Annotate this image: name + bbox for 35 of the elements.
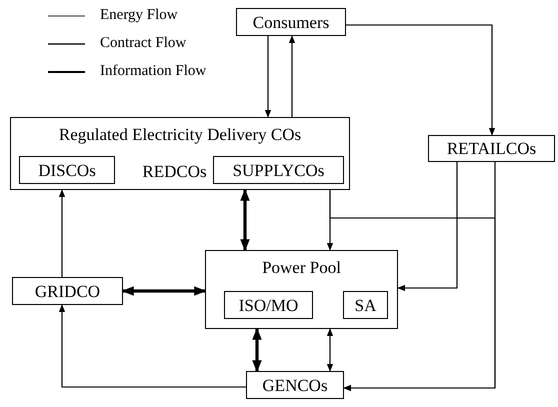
box-label: DISCOs (38, 162, 96, 178)
arrow (288, 35, 296, 117)
process-box (246, 371, 344, 399)
group-label: REDCOs (141, 163, 208, 180)
box-label: ISO/MO (238, 296, 298, 314)
arrow (343, 162, 496, 392)
arrow (252, 328, 262, 372)
box-label: GENCOs (262, 376, 328, 394)
legend-text: Contract Flow (100, 36, 186, 51)
box-label: Consumers (252, 14, 330, 30)
process-box (205, 250, 398, 329)
legend-text: Information Flow (100, 64, 206, 79)
box-label: SA (354, 296, 376, 314)
arrow (264, 36, 272, 118)
box-title: Power Pool (261, 259, 342, 276)
box-label: GRIDCO (34, 282, 100, 300)
process-box (428, 135, 555, 162)
arrow (397, 162, 458, 292)
legend-text: Energy Flow (100, 8, 178, 23)
process-box (236, 8, 346, 36)
process-box (12, 277, 123, 305)
process-box (213, 156, 344, 184)
arrow (122, 286, 206, 296)
box-label: RETAILCOs (446, 140, 536, 157)
box-title: Regulated Electricity Delivery COs (58, 126, 302, 143)
process-box (224, 291, 313, 319)
process-box (19, 156, 115, 184)
process-box (343, 291, 388, 319)
box-label: SUPPLYCOs (232, 162, 324, 178)
process-box (10, 117, 350, 190)
arrow (58, 304, 246, 388)
arrow (346, 24, 496, 136)
arrow (326, 328, 334, 372)
arrow (58, 189, 66, 277)
arrow (240, 188, 250, 252)
